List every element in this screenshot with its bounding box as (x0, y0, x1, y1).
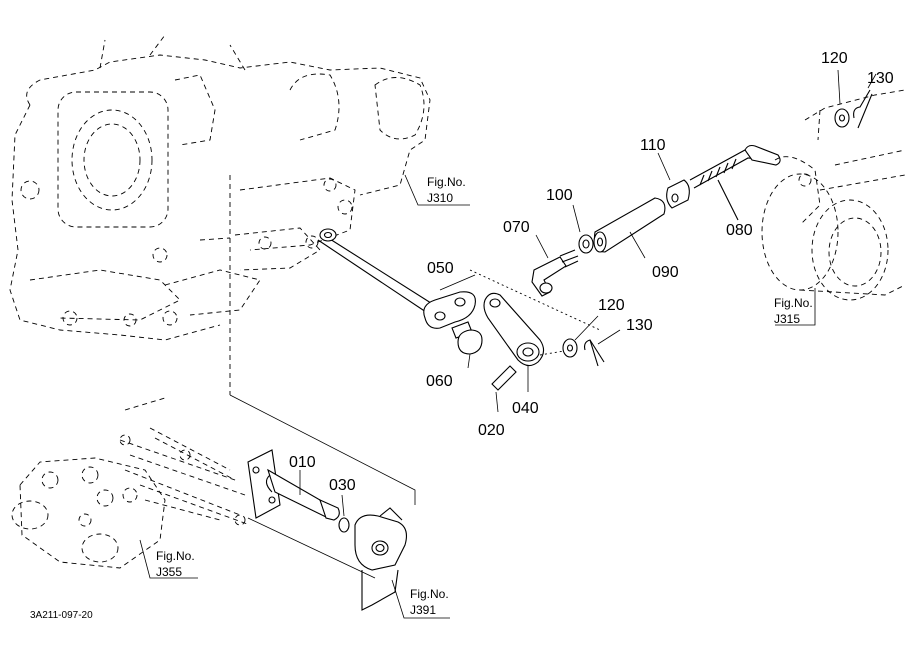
label-part-130-mid: 130 (626, 317, 653, 334)
part-050-plate (423, 274, 476, 329)
drawing-code: 3A211-097-20 (30, 610, 93, 621)
part-130-cotter-top (853, 73, 877, 129)
label-part-130-top: 130 (867, 70, 894, 87)
ref-j315: Fig.No. J315 (774, 288, 816, 326)
guide-line (469, 269, 601, 331)
ref-j310-code: J310 (427, 191, 453, 205)
assembly-frame-line (229, 394, 416, 505)
ref-j315-code: J315 (774, 312, 800, 326)
part-120-washer-top (834, 69, 850, 128)
ref-j355: Fig.No. J355 (139, 539, 198, 579)
right-housing-outline (761, 89, 906, 301)
ref-j310: Fig.No. J310 (404, 174, 470, 206)
ref-j355-code: J355 (156, 565, 182, 579)
label-part-050: 050 (427, 260, 454, 277)
label-part-100: 100 (546, 187, 573, 204)
label-part-090: 090 (652, 264, 679, 281)
label-part-020: 020 (478, 422, 505, 439)
ref-j391: Fig.No. J391 (410, 587, 449, 617)
engine-housing-outline (9, 34, 431, 395)
part-100-ring (572, 204, 594, 254)
part-060-bolt (451, 321, 483, 369)
ref-j391-label: Fig.No. (410, 587, 449, 601)
label-part-080: 080 (726, 222, 753, 239)
bracket-outline (354, 507, 450, 619)
part-110-nut (657, 152, 690, 209)
ref-j310-label: Fig.No. (427, 175, 466, 189)
part-010-shaft (247, 449, 340, 521)
part-080-rod (689, 144, 781, 221)
part-090-sleeve (593, 197, 666, 259)
part-040-lever (483, 292, 545, 392)
label-part-120-mid: 120 (598, 297, 625, 314)
valve-assembly-outline (11, 397, 251, 569)
ref-j355-label: Fig.No. (156, 549, 195, 563)
label-part-110: 110 (640, 137, 666, 154)
part-070-elbow (531, 234, 579, 297)
ref-j315-label: Fig.No. (774, 296, 813, 310)
label-part-030: 030 (329, 477, 356, 494)
label-part-010: 010 (289, 454, 316, 471)
label-part-060: 060 (426, 373, 453, 390)
assembly-frame-line (247, 517, 376, 579)
main-shaft (317, 228, 443, 319)
part-130-cotter-mid (584, 329, 621, 367)
part-120-washer-mid (562, 315, 599, 358)
label-part-070: 070 (503, 219, 530, 236)
label-part-120-top: 120 (821, 50, 848, 67)
label-part-040: 040 (512, 400, 539, 417)
part-020-pin (491, 365, 517, 413)
ref-j391-code: J391 (410, 603, 436, 617)
part-030-oring (338, 494, 350, 533)
